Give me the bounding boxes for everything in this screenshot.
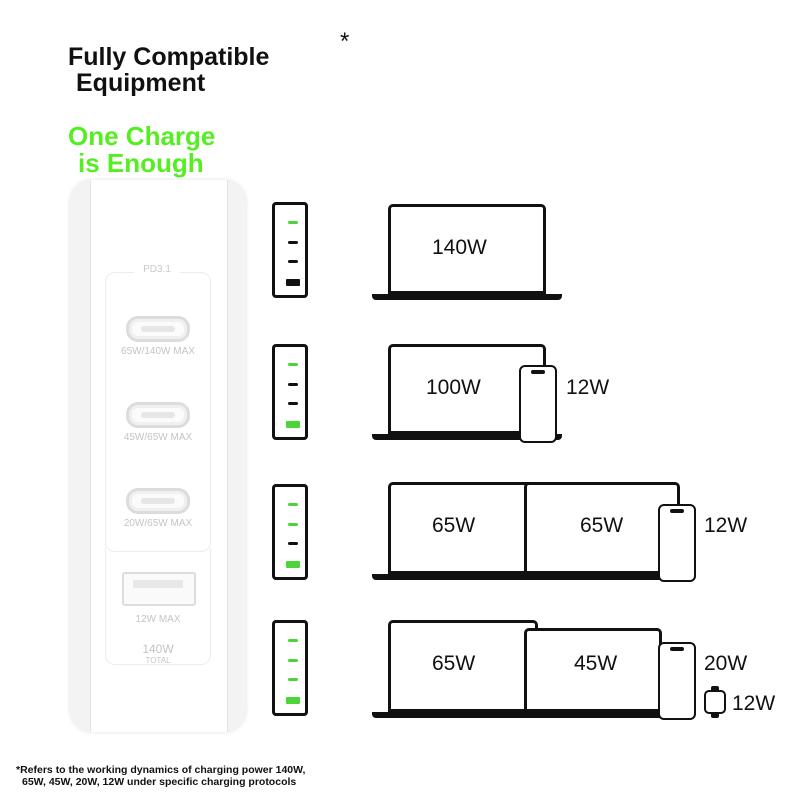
footnote: *Refers to the working dynamics of charg…	[16, 764, 305, 788]
port-led-on	[288, 523, 298, 526]
port-led-on	[288, 659, 298, 662]
port-led-off	[288, 542, 298, 545]
usb-a-port-panel	[105, 548, 211, 665]
watch-icon	[704, 690, 726, 714]
watch-strap-top	[711, 686, 719, 690]
port-led-off	[288, 383, 298, 386]
total-label: TOTAL	[145, 656, 171, 665]
device-wattage: 45W	[574, 652, 618, 675]
laptop-base	[510, 574, 696, 580]
slogan-line-1: One Charge	[68, 121, 216, 151]
slogan: One Charge is Enough	[68, 123, 215, 177]
device-wattage: 65W	[580, 514, 624, 537]
port-led-off	[288, 402, 298, 405]
laptop-base	[510, 712, 676, 718]
device-wattage: 65W	[432, 652, 476, 675]
total-value: 140W	[142, 642, 174, 656]
laptop-icon	[388, 204, 546, 294]
device-wattage: 12W	[566, 376, 610, 399]
port-led-on	[288, 639, 298, 642]
port-led-on	[288, 503, 298, 506]
device-wattage: 12W	[704, 514, 748, 537]
port-led-on	[288, 221, 298, 224]
title-line-1: Fully Compatible	[68, 43, 270, 71]
device-wattage: 20W	[704, 652, 748, 675]
device-wattage: 65W	[432, 514, 476, 537]
usb-c-port-2	[126, 402, 190, 428]
port-led-on	[286, 697, 300, 704]
device-wattage: 100W	[426, 376, 481, 399]
port-indicator-row-2	[272, 344, 308, 440]
phone-icon	[519, 365, 557, 443]
port-led-on	[288, 363, 298, 366]
usb-c-port-3	[126, 488, 190, 514]
port-led-on	[288, 678, 298, 681]
port-led-on	[286, 561, 300, 568]
slogan-line-2: is Enough	[78, 148, 204, 178]
laptop-icon	[388, 620, 538, 712]
port-3-label: 20W/65W MAX	[123, 518, 193, 529]
laptop-base	[372, 434, 562, 440]
laptop-icon	[524, 628, 662, 712]
port-led-on	[286, 421, 300, 428]
port-1-label: 65W/140W MAX	[121, 346, 195, 357]
port-led-off	[286, 279, 300, 286]
port-led-off	[288, 260, 298, 263]
device-wattage: 12W	[732, 692, 776, 715]
title-asterisk: *	[340, 28, 350, 55]
footnote-line-1: *Refers to the working dynamics of charg…	[16, 764, 306, 776]
port-indicator-row-4	[272, 620, 308, 716]
port-led-off	[288, 241, 298, 244]
usb-a-port	[122, 572, 196, 606]
port-indicator-row-3	[272, 484, 308, 580]
phone-icon	[658, 642, 696, 720]
page-title: Fully Compatible Equipment	[68, 44, 269, 96]
device-wattage: 140W	[432, 236, 487, 259]
port-indicator-row-1	[272, 202, 308, 298]
usb-c-port-1	[126, 316, 190, 342]
total-power: 140W TOTAL	[130, 642, 186, 666]
laptop-base	[372, 712, 552, 718]
port-2-label: 45W/65W MAX	[123, 432, 193, 443]
port-4-label: 12W MAX	[135, 614, 181, 625]
phone-icon	[658, 504, 696, 582]
pd-label: PD3.1	[134, 264, 180, 275]
watch-strap-bottom	[711, 714, 719, 718]
footnote-line-2: 65W, 45W, 20W, 12W under specific chargi…	[22, 776, 297, 788]
title-line-2: Equipment	[76, 69, 206, 97]
laptop-base	[372, 574, 552, 580]
laptop-base	[372, 294, 562, 300]
